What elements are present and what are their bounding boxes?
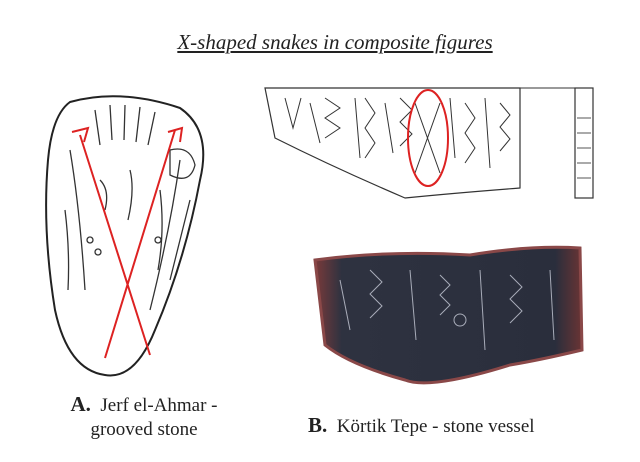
caption-b: B. Körtik Tepe - stone vessel xyxy=(308,413,535,439)
caption-a: A. Jerf el-Ahmar - grooved stone xyxy=(44,392,244,442)
jerf-el-ahmar-stone-drawing xyxy=(45,95,205,377)
caption-a-line2: grooved stone xyxy=(90,419,198,440)
caption-b-text: Körtik Tepe - stone vessel xyxy=(336,416,535,437)
slide-title: X-shaped snakes in composite figures xyxy=(177,30,493,54)
caption-b-letter: B. xyxy=(308,413,328,437)
caption-a-letter: A. xyxy=(70,392,91,416)
caption-a-line1: Jerf el-Ahmar - xyxy=(100,395,218,416)
kortik-tepe-vessel-drawing xyxy=(264,87,594,199)
kortik-tepe-vessel-photo xyxy=(313,245,584,385)
